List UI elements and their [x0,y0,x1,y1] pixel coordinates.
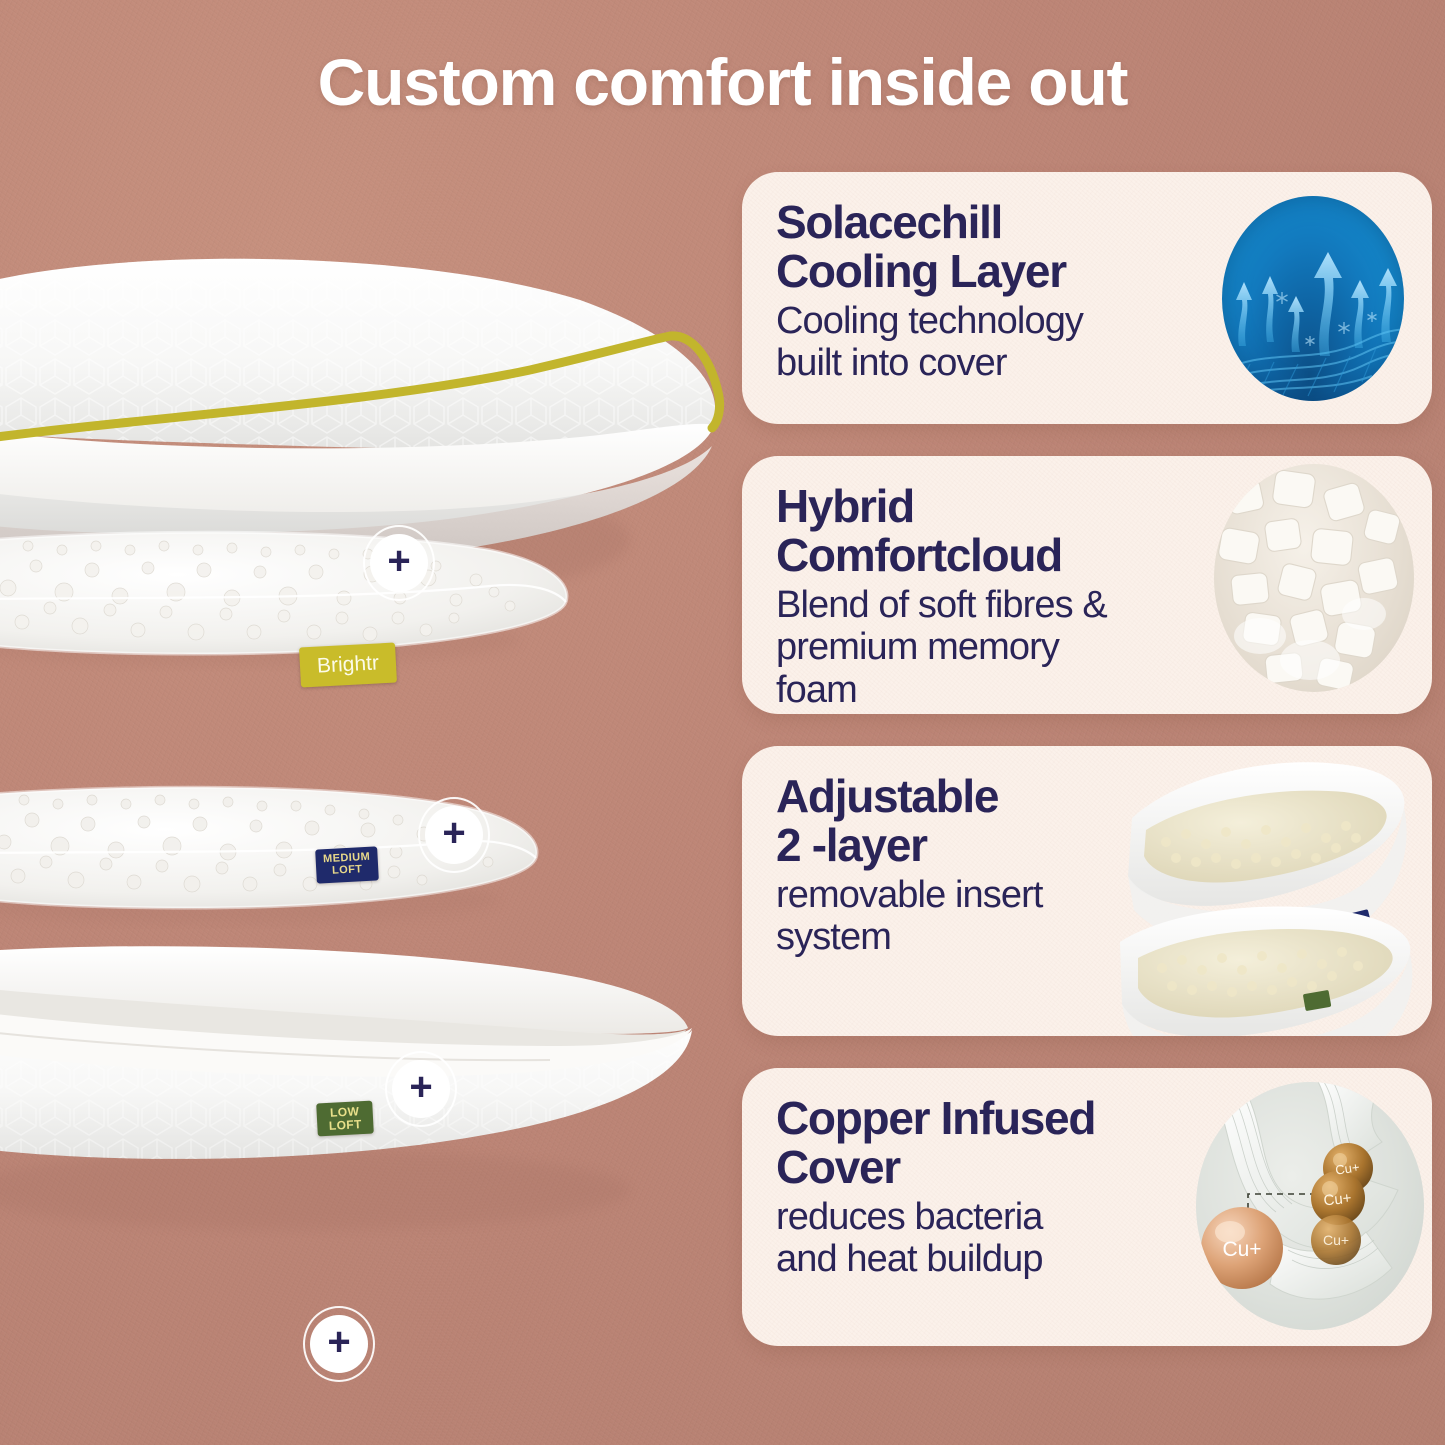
card-title-line1: Copper Infused [776,1092,1096,1144]
card-title-line2: 2 -layer [776,818,928,871]
card-title: Solacechill Cooling Layer [776,198,1142,296]
copper-ion-label-large: Cu+ [1222,1238,1261,1261]
plus-icon: + [370,534,428,592]
two-layer-insert-icon [1108,746,1432,1036]
feature-card-adjustable-2-layer[interactable]: Adjustable 2 -layer removable insert sys… [742,746,1432,1036]
card-subtitle: reduces bacteria and heat buildup [776,1196,1142,1281]
card-sub-line2: system [776,916,892,959]
hotspot-ring [385,1051,457,1127]
card-sub-line1: Blend of soft fibres & [776,583,1108,626]
card-sub-line1: Cooling technology [776,299,1084,342]
medium-loft-tag: MEDIUM LOFT [315,846,379,884]
hotspot-ring [363,525,435,601]
copper-ion-label-small-2: Cu+ [1323,1190,1353,1210]
card-title: Hybrid Comfortcloud [776,482,1142,580]
airflow-arrows-svg [1222,252,1404,401]
card-title-line2: Cooling Layer [776,244,1067,297]
card-title-line2: Cover [776,1140,901,1193]
low-loft-tag: LOW LOFT [316,1100,374,1137]
plus-icon: + [425,806,483,864]
card-title-line1: Adjustable [776,770,999,822]
feature-card-copper-infused-cover[interactable]: Cu+ Cu+ Cu+ Cu+ Copper Infused Cover red… [742,1068,1432,1346]
pillow-stack-svg [0,258,725,1230]
foam-chunks-svg [1218,469,1401,691]
medium-loft-tag-line2: LOFT [331,863,363,877]
card-title-line1: Solacechill [776,196,1003,248]
card-sub-line2: built into cover [776,342,1008,385]
two-layer-inserts-svg [1120,762,1413,1036]
card-title-line1: Hybrid [776,480,915,532]
brand-tag: Brightr [299,642,397,688]
hotspot-cooling-cover[interactable]: + [363,525,435,601]
hotspot-copper-cover[interactable]: + [303,1306,375,1382]
cooling-airflow-icon [1222,196,1404,401]
pillow-exploded-diagram: + + + + Brightr MEDIUM LOFT LOW LOFT [0,240,760,1382]
card-text: Adjustable 2 -layer removable insert sys… [742,746,1147,985]
hotspot-ring [303,1306,375,1382]
hotspot-low-loft-insert[interactable]: + [385,1051,457,1127]
card-text: Solacechill Cooling Layer Cooling techno… [742,172,1172,411]
card-sub-line2: premium memory foam [776,626,1060,711]
card-subtitle: Blend of soft fibres & premium memory fo… [776,584,1142,712]
foam-circle [1214,464,1414,692]
card-title: Copper Infused Cover [776,1094,1142,1192]
feature-card-solacechill[interactable]: Solacechill Cooling Layer Cooling techno… [742,172,1432,424]
card-sub-line1: reduces bacteria [776,1195,1043,1238]
card-title: Adjustable 2 -layer [776,772,1117,870]
hotspot-medium-loft-insert[interactable]: + [418,797,490,873]
card-title-line2: Comfortcloud [776,528,1063,581]
brand-tag-label: Brightr [316,651,380,678]
lower-insert [1120,906,1413,1036]
copper-circle: Cu+ Cu+ Cu+ Cu+ [1196,1082,1424,1330]
pillow-layer-medium-loft [0,530,569,666]
copper-ion-icon: Cu+ Cu+ Cu+ Cu+ [1196,1082,1424,1330]
copper-ions-svg: Cu+ Cu+ Cu+ Cu+ [1201,1082,1399,1300]
page-title: Custom comfort inside out [317,45,1129,119]
copper-ion-label-small-1: Cu+ [1334,1159,1360,1177]
hotspot-ring [418,797,490,873]
card-sub-line1: removable insert [776,873,1043,916]
cooling-circle [1222,196,1404,401]
copper-ion-label-small-3: Cu+ [1323,1232,1349,1248]
card-subtitle: Cooling technology built into cover [776,300,1142,385]
card-sub-line2: and heat buildup [776,1238,1044,1281]
card-subtitle: removable insert system [776,874,1117,959]
pillow-layer-copper-cover [0,946,692,1230]
feature-card-hybrid-comfortcloud[interactable]: Hybrid Comfortcloud Blend of soft fibres… [742,456,1432,714]
card-text: Hybrid Comfortcloud Blend of soft fibres… [742,456,1172,714]
memory-foam-icon [1214,464,1414,692]
feature-card-list: Solacechill Cooling Layer Cooling techno… [742,172,1432,1346]
plus-icon: + [310,1315,368,1373]
plus-icon: + [392,1060,450,1118]
card-text: Copper Infused Cover reduces bacteria an… [742,1068,1172,1307]
low-loft-tag-line2: LOFT [328,1116,363,1133]
